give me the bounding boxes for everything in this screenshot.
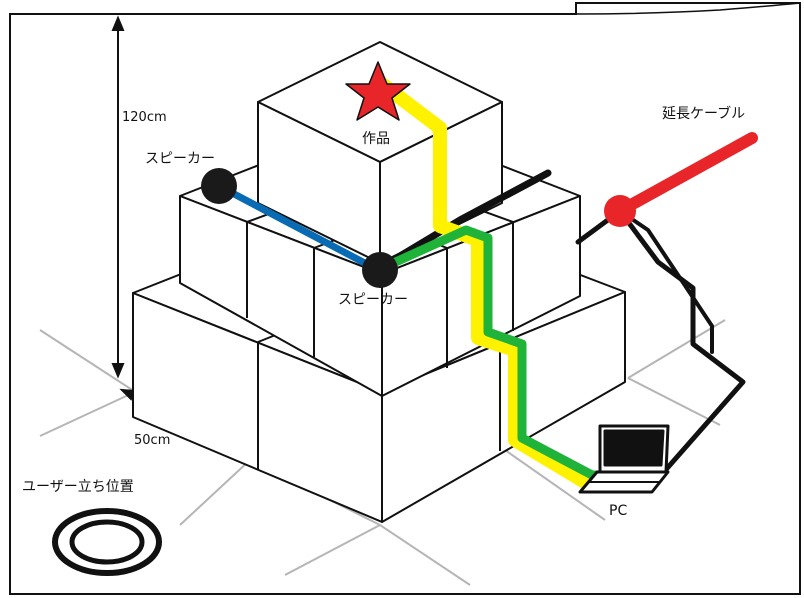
cable-black-speaker [376,169,552,272]
speaker-center [362,252,398,288]
cable-blue [215,182,382,274]
speaker-upper-label: スピーカー [145,151,215,167]
cable-red-extension [614,132,758,217]
artwork-label: 作品 [362,131,390,147]
speaker-upper [201,168,237,204]
laptop-icon [578,424,670,494]
frame-tab-curve [575,2,801,15]
speaker-center-label: スピーカー [338,292,408,308]
cable-green [373,225,608,480]
width-label: 50cm [134,433,170,448]
user-position-label: ユーザー立ち位置 [22,479,134,495]
tier-bottom-right-face [381,291,626,523]
artwork-star-icon [345,61,411,121]
height-label: 120cm [122,110,167,125]
extension-cable-label: 延長ケーブル [662,105,745,122]
cables [215,77,758,489]
cable-yellow [375,77,610,489]
pc-label: PC [609,503,627,519]
cable-black-pc-b [618,209,714,354]
extension-connector [604,195,636,227]
user-position-marker [52,508,162,576]
height-dimension [111,15,125,379]
